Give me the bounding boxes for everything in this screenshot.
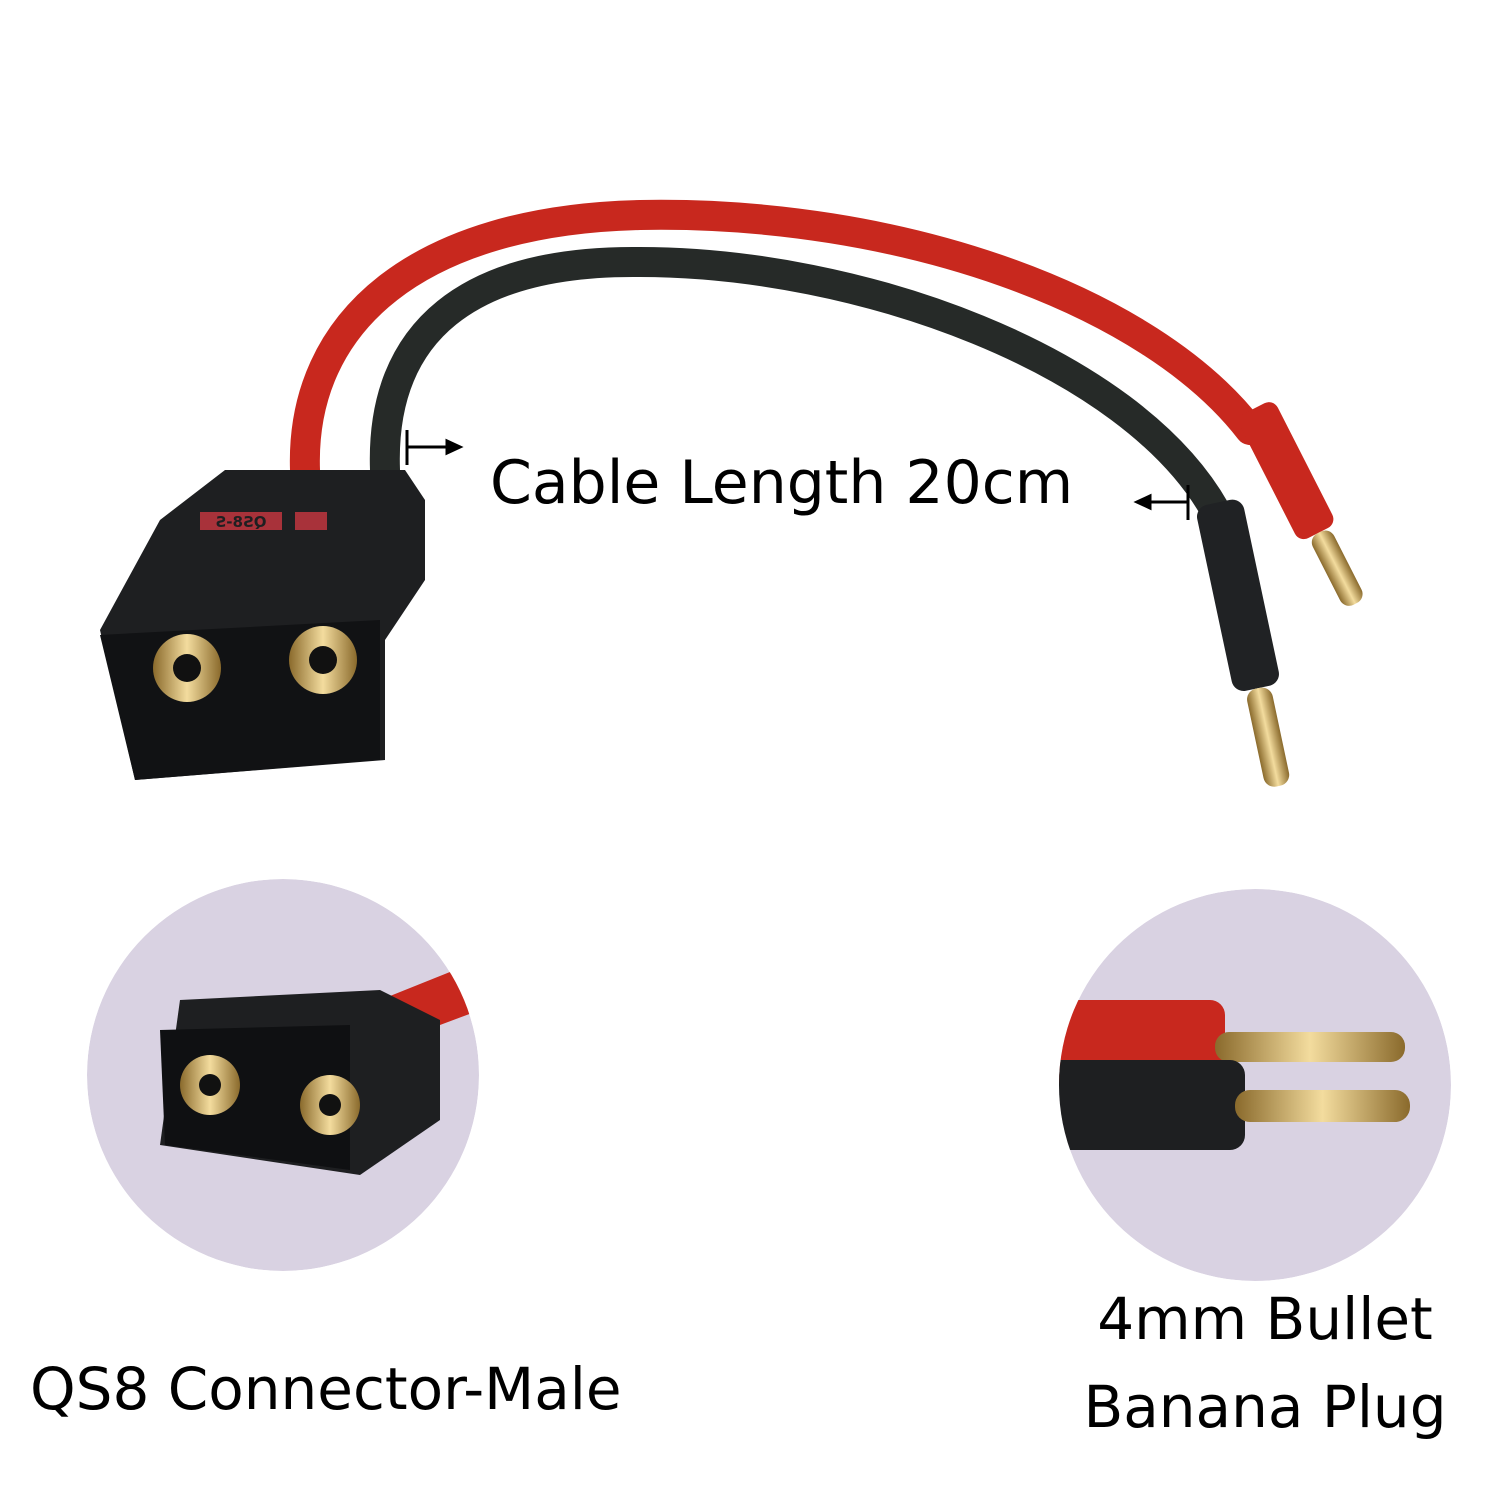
- qs8-connector: QS8-S: [100, 470, 425, 780]
- plug-label-line1: 4mm Bullet: [1097, 1285, 1433, 1353]
- connector-detail-circle: [87, 879, 479, 1271]
- connector-label: QS8 Connector-Male: [30, 1355, 622, 1423]
- socket-left: [153, 634, 221, 702]
- black-wire: [369, 246, 1230, 525]
- red-banana-plug: [1239, 402, 1363, 606]
- red-wire: [289, 199, 1265, 485]
- plug-label-line2: Banana Plug: [1083, 1373, 1447, 1441]
- cable-length-label: Cable Length 20cm: [490, 448, 1074, 518]
- socket-right: [289, 626, 357, 694]
- plug-label: 4mm Bullet Banana Plug: [1060, 1275, 1470, 1451]
- arrow-right-icon: [405, 430, 464, 465]
- connector-marking: QS8-S: [215, 513, 266, 531]
- black-banana-plug: [1196, 499, 1290, 787]
- plug-detail-circle: [1059, 889, 1451, 1281]
- arrow-left-icon: [1133, 485, 1190, 520]
